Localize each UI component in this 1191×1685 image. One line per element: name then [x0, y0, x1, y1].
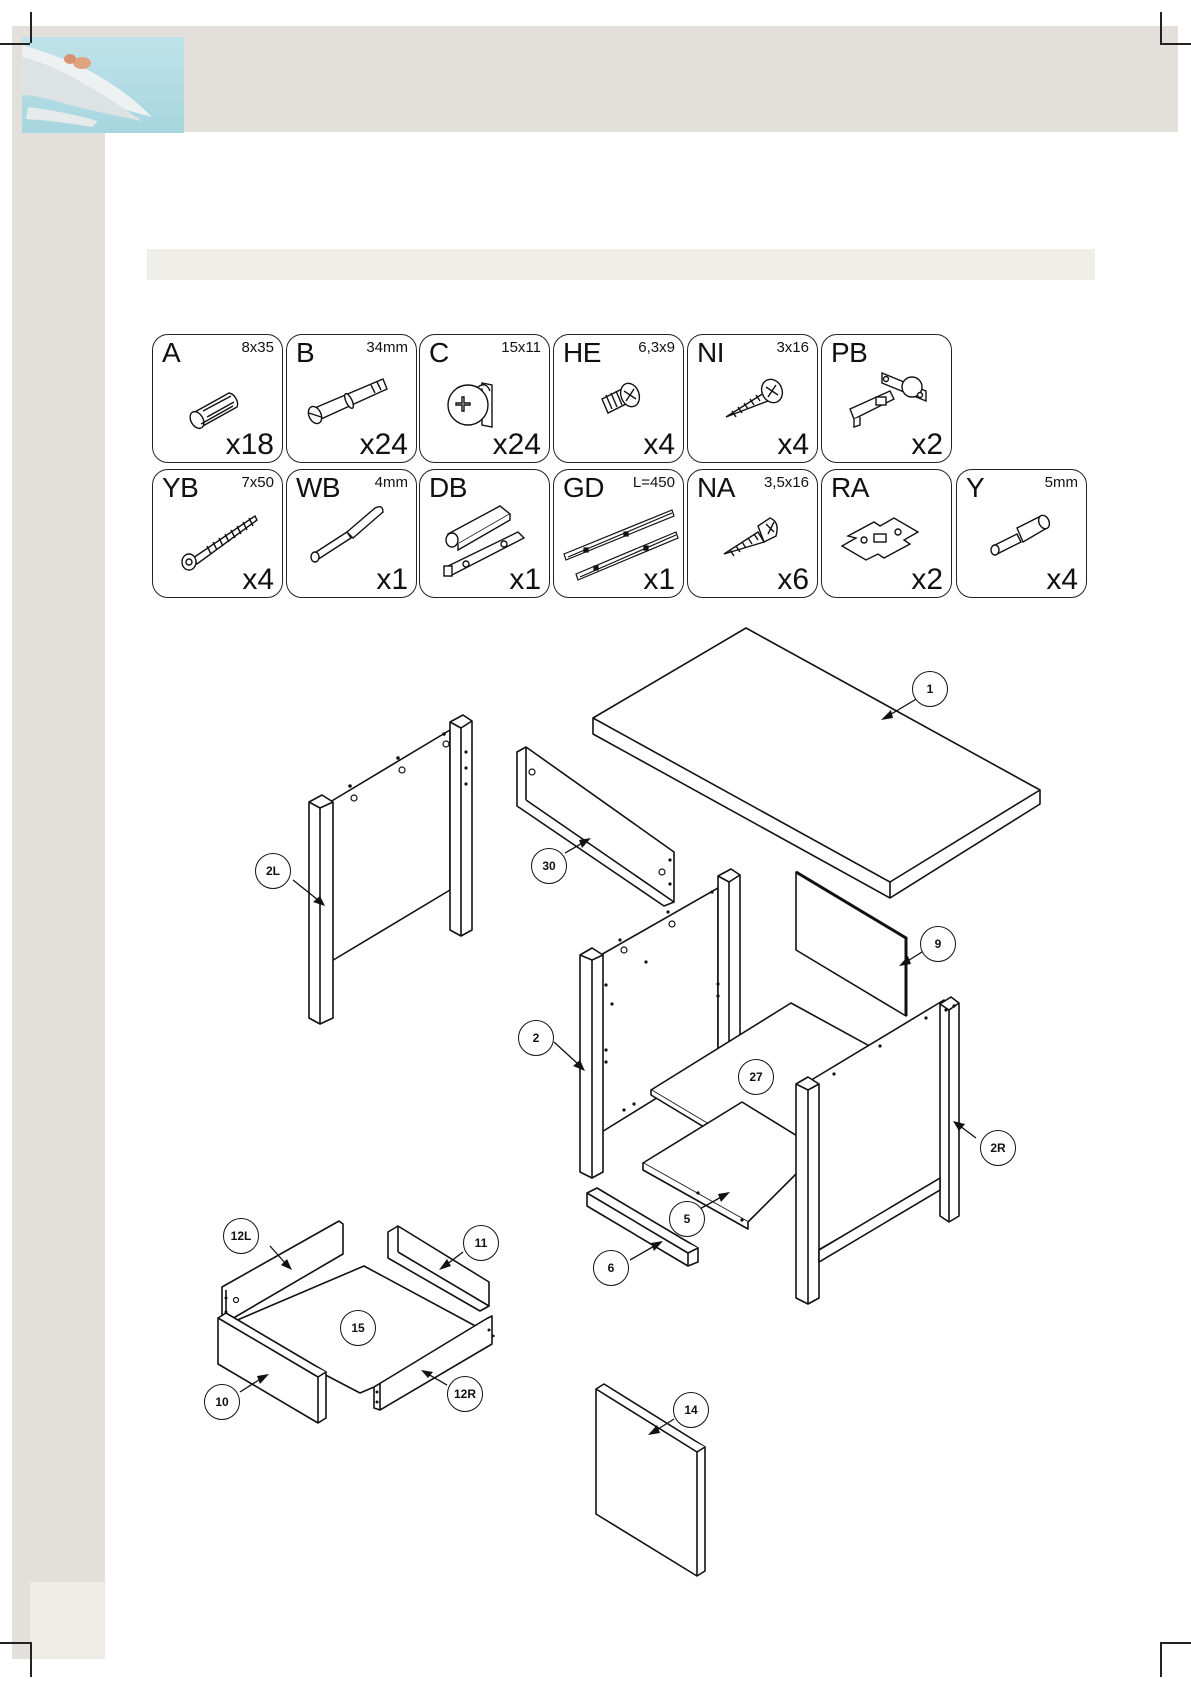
part-label-30: 30: [531, 848, 567, 884]
left-margin-band: [12, 132, 105, 1659]
crop-mark: [1160, 12, 1162, 43]
brand-logo-image: [22, 37, 184, 133]
hardware-card-he: HE 6,3x9 x4: [553, 334, 684, 463]
hardware-code: NI: [697, 337, 724, 369]
hardware-size: 4mm: [375, 474, 408, 491]
hardware-code: Y: [966, 472, 984, 504]
hardware-quantity: x4: [242, 563, 274, 597]
hardware-size: 7x50: [241, 474, 274, 491]
crop-mark: [30, 1642, 32, 1677]
part-label-27: 27: [738, 1059, 774, 1095]
hardware-size: 34mm: [366, 339, 408, 356]
hardware-card-ni: NI 3x16 x4: [687, 334, 818, 463]
hardware-quantity: x18: [226, 428, 274, 462]
part-label-10: 10: [204, 1384, 240, 1420]
hardware-size: 15x11: [501, 339, 541, 356]
hardware-quantity: x24: [493, 428, 541, 462]
part-label-12L: 12L: [223, 1218, 259, 1254]
hardware-quantity: x1: [376, 563, 408, 597]
part-label-2: 2: [518, 1020, 554, 1056]
hardware-code: A: [162, 337, 180, 369]
bottom-panel-part-5: [643, 1102, 820, 1229]
left-side-frame-part-2L: [309, 715, 472, 1024]
hardware-code: DB: [429, 472, 467, 504]
hardware-code: WB: [296, 472, 340, 504]
hardware-card-na: NA 3,5x16 x6: [687, 469, 818, 598]
hardware-code: PB: [831, 337, 867, 369]
hardware-code: C: [429, 337, 449, 369]
hardware-quantity: x6: [777, 563, 809, 597]
part-label-5: 5: [669, 1201, 705, 1237]
crop-mark: [0, 1642, 30, 1644]
part-label-14: 14: [673, 1392, 709, 1428]
hardware-quantity: x24: [360, 428, 408, 462]
part-label-9: 9: [920, 926, 956, 962]
hardware-card-y: Y 5mm x4: [956, 469, 1087, 598]
hardware-quantity: x4: [1046, 563, 1078, 597]
part-label-1: 1: [912, 671, 948, 707]
part-label-12R: 12R: [447, 1376, 483, 1412]
part-label-11: 11: [463, 1225, 499, 1261]
hardware-card-gd: GD L=450 x1: [553, 469, 684, 598]
hardware-quantity: x1: [643, 563, 675, 597]
section-title-bar: [147, 249, 1095, 280]
hardware-quantity: x4: [777, 428, 809, 462]
hardware-quantity: x4: [643, 428, 675, 462]
crop-mark: [1160, 43, 1191, 45]
hardware-card-c: C 15x11 x24: [419, 334, 550, 463]
crop-mark: [1160, 1642, 1191, 1644]
hardware-card-wb: WB 4mm x1: [286, 469, 417, 598]
part-label-2L: 2L: [255, 853, 291, 889]
part-label-6: 6: [593, 1250, 629, 1286]
crop-mark: [0, 43, 30, 45]
right-side-frame-part-2R: [796, 997, 959, 1304]
hardware-card-yb: YB 7x50 x4: [152, 469, 283, 598]
back-panel-part-9: [796, 872, 906, 1016]
hardware-size: 5mm: [1045, 474, 1078, 491]
hardware-size: 3x16: [776, 339, 809, 356]
part-label-15: 15: [340, 1310, 376, 1346]
header-band: [12, 26, 1178, 132]
hardware-card-a: A 8x35 x18: [152, 334, 283, 463]
hardware-size: 6,3x9: [638, 339, 675, 356]
hardware-card-ra: RA x2: [821, 469, 952, 598]
hardware-size: L=450: [633, 474, 675, 491]
hardware-code: GD: [563, 472, 604, 504]
hardware-code: RA: [831, 472, 869, 504]
hardware-card-pb: PB x2: [821, 334, 952, 463]
hardware-code: YB: [162, 472, 198, 504]
crop-mark: [1160, 1642, 1162, 1677]
page-number-box: [30, 1582, 105, 1659]
hardware-quantity: x2: [911, 428, 943, 462]
hardware-size: 8x35: [241, 339, 274, 356]
crop-mark: [30, 12, 32, 43]
hardware-quantity: x1: [509, 563, 541, 597]
top-panel-part-1: [593, 628, 1040, 898]
hardware-code: NA: [697, 472, 735, 504]
hardware-card-db: DB x1: [419, 469, 550, 598]
hardware-card-b: B 34mm x24: [286, 334, 417, 463]
hardware-code: HE: [563, 337, 601, 369]
part-label-2R: 2R: [980, 1130, 1016, 1166]
side-frame-part-2: [580, 869, 740, 1178]
hardware-quantity: x2: [911, 563, 943, 597]
shelf-part-27: [651, 1003, 906, 1162]
hardware-size: 3,5x16: [764, 474, 809, 491]
hardware-code: B: [296, 337, 314, 369]
